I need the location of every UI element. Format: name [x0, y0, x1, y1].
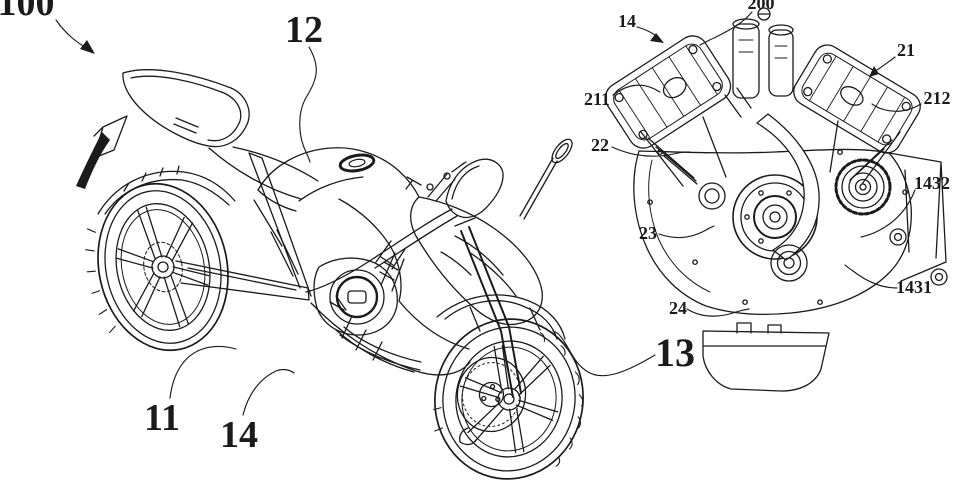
- exhaust: [339, 326, 422, 371]
- label-22: 22: [591, 135, 609, 155]
- label-211: 211: [584, 89, 610, 109]
- arrowhead-100: [80, 40, 95, 54]
- leader-200: [699, 11, 753, 46]
- rear-tread: [85, 228, 116, 334]
- front-tread: [433, 332, 584, 467]
- fuel-tank: [257, 147, 420, 212]
- brake-caliper: [459, 427, 477, 446]
- rear-sprocket: [143, 241, 183, 293]
- radiator: [379, 252, 405, 292]
- label-212: 212: [924, 88, 951, 108]
- rear-wheel: [85, 182, 229, 352]
- left-cam-cover: [604, 35, 732, 149]
- mirror-stalk: [519, 157, 558, 220]
- leader-23: [658, 225, 715, 239]
- fuel-cap: [338, 153, 376, 173]
- handlebar-cluster: [405, 161, 476, 227]
- reference-labels: 100 12 11 14 13 14 200 211 21 212 22 23 …: [0, 0, 951, 456]
- belly-pan: [310, 302, 471, 376]
- generator-sprocket: [834, 158, 892, 216]
- label-100: 100: [0, 0, 55, 24]
- throttle-bodies: [732, 7, 794, 99]
- label-11: 11: [144, 397, 180, 439]
- leader-14-moto: [242, 368, 295, 416]
- label-14-engine: 14: [618, 11, 636, 31]
- engine-unit: [313, 240, 406, 336]
- clamp-bolt: [426, 183, 434, 191]
- label-1431: 1431: [896, 277, 932, 297]
- subframe: [248, 152, 312, 297]
- arrowhead-14-engine: [650, 33, 664, 43]
- engine-figure: [604, 7, 948, 392]
- leader-1431: [844, 264, 898, 289]
- mirror: [551, 138, 573, 164]
- label-14-moto: 14: [220, 414, 258, 456]
- mount-bracket: [888, 152, 947, 282]
- leader-lines: [55, 11, 922, 416]
- leader-12: [299, 46, 317, 163]
- front-wheel: [433, 318, 584, 480]
- leader-13: [552, 330, 656, 377]
- leader-22: [611, 146, 690, 157]
- seat: [208, 146, 319, 200]
- headlight-creases: [440, 235, 517, 297]
- windscreen: [445, 158, 504, 219]
- label-24: 24: [669, 298, 687, 318]
- case-bolts: [647, 149, 908, 306]
- leader-24: [686, 308, 750, 317]
- steering-nut: [443, 172, 451, 180]
- front-fork: [460, 226, 522, 398]
- swingarm: [175, 260, 310, 301]
- label-12: 12: [285, 9, 323, 51]
- label-13: 13: [655, 330, 695, 375]
- rear-spokes: [116, 206, 210, 328]
- label-1432: 1432: [914, 173, 950, 193]
- front-spokes: [459, 344, 559, 454]
- side-cap: [698, 182, 726, 210]
- mount-eyelet-lower: [930, 268, 948, 286]
- leader-11: [169, 345, 237, 399]
- brake-disc: [456, 356, 527, 433]
- footpeg: [329, 295, 347, 311]
- leader-100: [55, 19, 89, 50]
- label-21: 21: [897, 40, 915, 60]
- frame-spar: [305, 208, 458, 293]
- leader-212: [871, 103, 922, 112]
- motorcycle-figure: [76, 69, 584, 480]
- mudflap: [76, 132, 110, 189]
- leader-211: [612, 84, 661, 96]
- label-200: 200: [748, 0, 775, 13]
- leader-1432: [860, 189, 916, 238]
- front-fender: [436, 294, 566, 340]
- oil-pan: [702, 322, 830, 392]
- mount-eyelet-upper: [889, 228, 907, 246]
- rear-fender: [97, 165, 236, 215]
- arrowhead-21: [869, 66, 879, 77]
- tail-cowl: [122, 69, 250, 148]
- water-pump: [770, 244, 808, 282]
- left-cylinder: [640, 116, 727, 187]
- crankcase-ridge: [648, 159, 711, 293]
- side-panel: [338, 198, 470, 350]
- intake-hose: [756, 113, 820, 261]
- label-23: 23: [639, 223, 657, 243]
- leader-21: [873, 56, 896, 73]
- rear-shock: [270, 229, 299, 277]
- right-cylinder: [829, 120, 901, 185]
- front-fairing: [410, 196, 543, 326]
